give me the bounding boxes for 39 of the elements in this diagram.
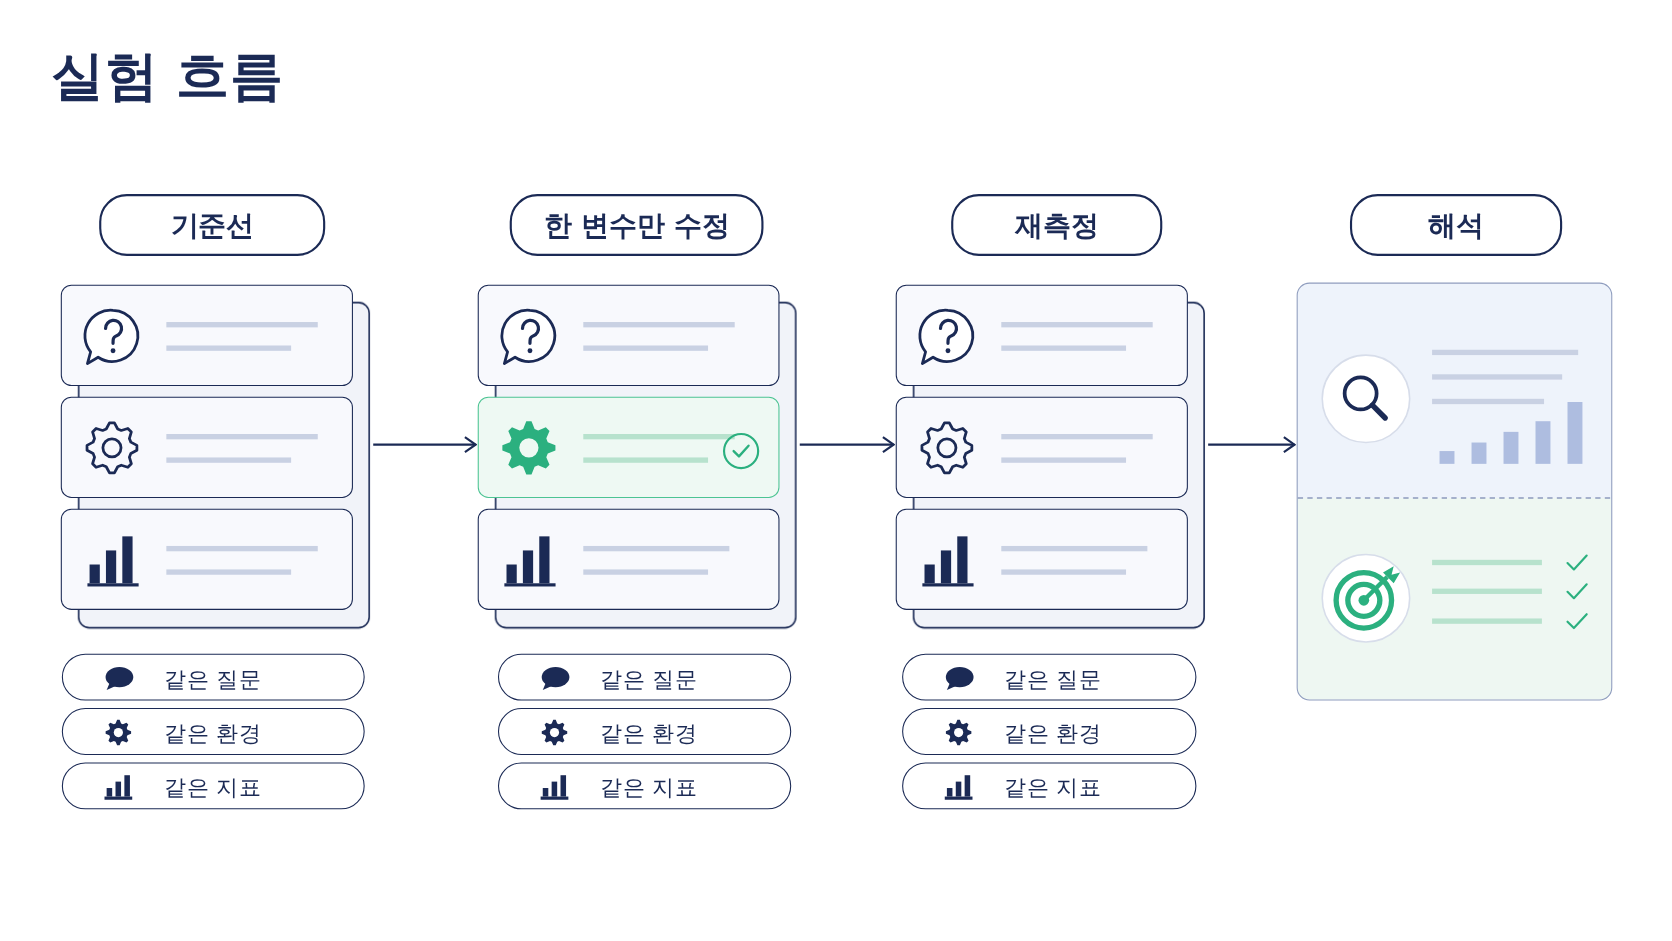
card <box>60 508 353 610</box>
criteria-pill <box>61 653 365 701</box>
criteria-pill <box>497 653 792 701</box>
step-pill: 재측정 <box>951 194 1163 256</box>
card <box>477 284 780 386</box>
arrow <box>799 436 895 454</box>
step-pill: 기준선 <box>99 194 326 256</box>
card-stack <box>60 284 372 630</box>
card <box>60 396 353 498</box>
pill-label: 같은 지표 <box>600 774 698 803</box>
arrow <box>1208 436 1296 454</box>
criteria-pill <box>902 762 1197 810</box>
step-pill: 한 변수만 수정 <box>509 194 764 256</box>
criteria-pill <box>497 708 792 755</box>
step-pill: 해석 <box>1349 194 1563 256</box>
pill-label: 같은 질문 <box>1004 665 1102 695</box>
card <box>895 508 1188 610</box>
arrow <box>373 436 477 454</box>
pill-label: 같은 환경 <box>164 719 261 749</box>
criteria-pill <box>497 762 792 810</box>
card <box>895 284 1188 386</box>
criteria-pill <box>61 762 365 810</box>
pill-label: 같은 지표 <box>164 774 261 803</box>
criteria-pill <box>902 653 1197 701</box>
pill-label: 같은 지표 <box>1004 774 1102 803</box>
card <box>477 508 780 610</box>
card-stack <box>895 284 1206 630</box>
pill-label: 같은 질문 <box>600 665 698 695</box>
pill-label: 같은 환경 <box>1004 719 1102 749</box>
pill-label: 같은 질문 <box>164 665 261 695</box>
card <box>477 396 780 498</box>
criteria-pill <box>902 708 1197 755</box>
pill-label: 같은 환경 <box>600 719 698 749</box>
card <box>895 396 1188 498</box>
card <box>60 284 353 386</box>
title: 실험 흐름 <box>51 43 284 109</box>
criteria-pill <box>61 708 365 755</box>
result-panel <box>1296 282 1613 701</box>
card-stack <box>477 284 798 630</box>
